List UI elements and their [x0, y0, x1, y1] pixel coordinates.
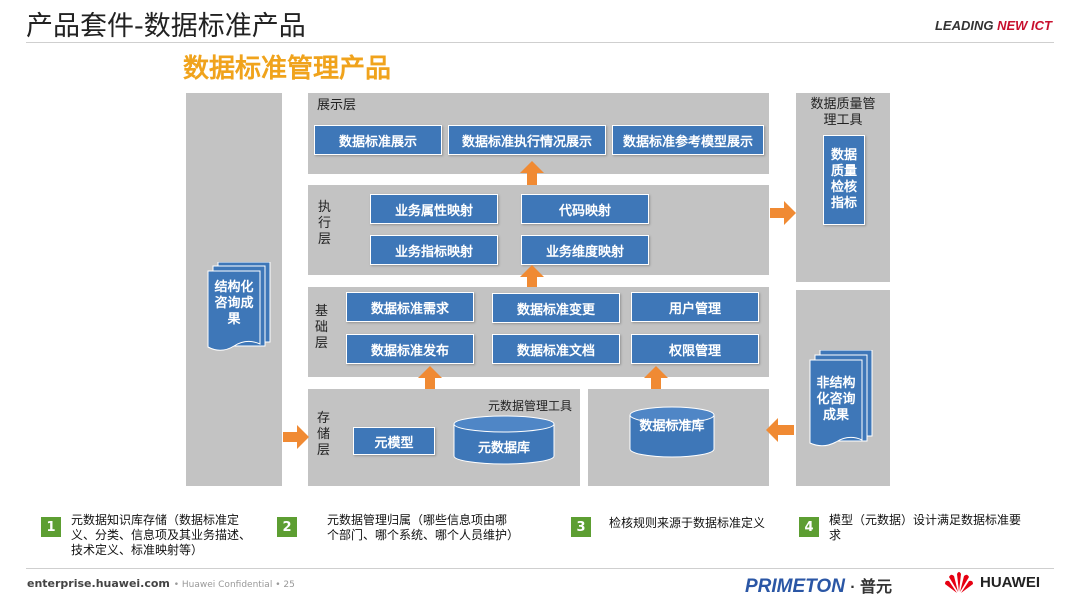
note-text: 元数据知识库存储（数据标准定义、分类、信息项及其业务描述、技术定义、标准映射等） [71, 513, 252, 557]
base-box-5: 数据标准文档 [492, 334, 620, 364]
exec-box-4: 业务维度映射 [521, 235, 649, 265]
quality-box: 数据质量检核指标 [823, 135, 865, 225]
base-box-1: 数据标准需求 [346, 292, 474, 322]
brand-main: LEADING [934, 18, 998, 33]
footer-page: 25 [283, 580, 295, 590]
base-box-2: 数据标准变更 [492, 293, 620, 323]
right-doc-label: 非结构化咨询成果 [816, 376, 856, 423]
note-text: 模型（元数据）设计满足数据标准要求 [829, 513, 1022, 542]
primeton-cn: · 普元 [850, 579, 892, 596]
database-icon [629, 406, 715, 458]
left-doc-label: 结构化咨询成果 [214, 280, 254, 327]
metadata-db-label: 元数据库 [477, 441, 530, 456]
footer-url: enterprise.huawei.com [27, 577, 170, 590]
arrow-left-icon [766, 418, 794, 442]
brand-tagline: LEADING NEW ICT [935, 18, 1052, 33]
arrow-up-icon [520, 265, 544, 289]
note-number: 2 [277, 517, 297, 537]
footer-info: enterprise.huawei.com • Huawei Confident… [27, 577, 295, 590]
arrow-up-icon [520, 161, 544, 185]
diagram-title: 数据标准管理产品 [183, 54, 392, 84]
note-number: 4 [799, 517, 819, 537]
display-box-2: 数据标准执行情况展示 [448, 125, 606, 155]
exec-layer-label: 执行层 [318, 200, 332, 247]
note-text: 检核规则来源于数据标准定义 [609, 516, 766, 530]
base-box-3: 用户管理 [631, 292, 759, 322]
exec-box-2: 代码映射 [521, 194, 649, 224]
primeton-logo: PRIMETON · 普元 [745, 573, 892, 598]
note-number: 3 [571, 517, 591, 537]
exec-box-1: 业务属性映射 [370, 194, 498, 224]
arrow-right-icon [770, 201, 796, 225]
footer-confidential: Huawei Confidential [181, 580, 273, 590]
base-box-6: 权限管理 [631, 334, 759, 364]
huawei-wordmark: HUAWEI [980, 573, 1040, 591]
std-db-label: 数据标准库 [639, 419, 705, 434]
base-layer-label: 基础层 [315, 304, 329, 351]
display-box-1: 数据标准展示 [314, 125, 442, 155]
meta-model-box: 元模型 [353, 427, 435, 455]
page-title: 产品套件-数据标准产品 [26, 11, 306, 42]
primeton-wordmark: PRIMETON [745, 576, 845, 597]
metadata-tool-label: 元数据管理工具 [488, 399, 573, 413]
doc-stack-icon [207, 262, 271, 351]
footer-divider [26, 568, 1054, 569]
quality-label: 数据质量管理工具 [810, 97, 876, 128]
arrow-up-icon [644, 366, 668, 390]
database-icon [453, 415, 555, 465]
base-box-4: 数据标准发布 [346, 334, 474, 364]
arrow-right-icon [283, 425, 309, 449]
arrow-up-icon [418, 366, 442, 390]
huawei-logo: HUAWEI [944, 570, 1040, 594]
note-text: 元数据管理归属（哪些信息项由哪个部门、哪个系统、哪个人员维护） [327, 513, 520, 542]
doc-stack-icon [809, 350, 873, 447]
header-divider [26, 42, 1054, 43]
display-box-3: 数据标准参考模型展示 [612, 125, 764, 155]
storage-layer-label: 存储层 [317, 411, 331, 458]
display-layer-label: 展示层 [317, 98, 357, 113]
exec-box-3: 业务指标映射 [370, 235, 498, 265]
huawei-flower-icon [945, 572, 973, 593]
brand-accent: NEW ICT [997, 18, 1052, 33]
note-number: 1 [41, 517, 61, 537]
